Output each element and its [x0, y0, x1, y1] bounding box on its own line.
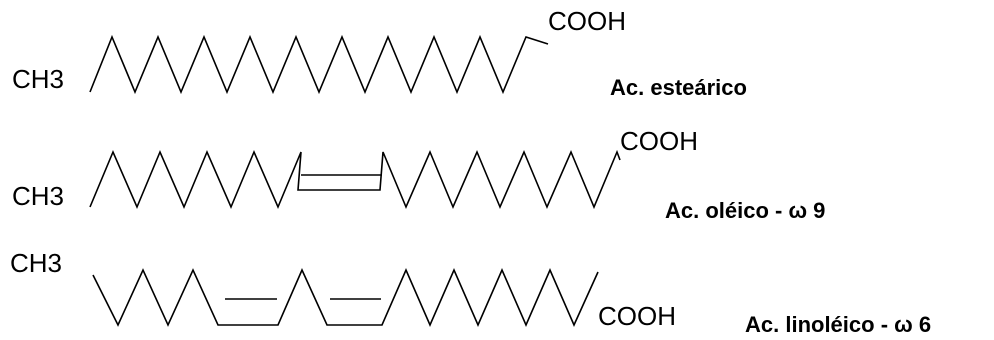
cooh-label: COOH: [548, 6, 626, 36]
ch3-label: CH3: [10, 248, 62, 278]
carbon-chain: [89, 149, 621, 210]
molecule-linoleic-acid: CH3 COOH Ac. linoléico - ω 6: [10, 248, 931, 337]
molecule-name-label: Ac. esteárico: [610, 75, 747, 100]
carbon-chain: [92, 267, 599, 328]
cooh-label: COOH: [620, 126, 698, 156]
molecule-oleic-acid: CH3 COOH Ac. oléico - ω 9: [12, 126, 825, 223]
cooh-label: COOH: [598, 301, 676, 331]
molecule-name-label: Ac. linoléico - ω 6: [745, 312, 931, 337]
carbon-chain: [89, 34, 549, 95]
ch3-label: CH3: [12, 181, 64, 211]
molecule-name-label: Ac. oléico - ω 9: [665, 198, 825, 223]
ch3-label: CH3: [12, 64, 64, 94]
molecule-stearic-acid: CH3 COOH Ac. esteárico: [12, 6, 747, 100]
